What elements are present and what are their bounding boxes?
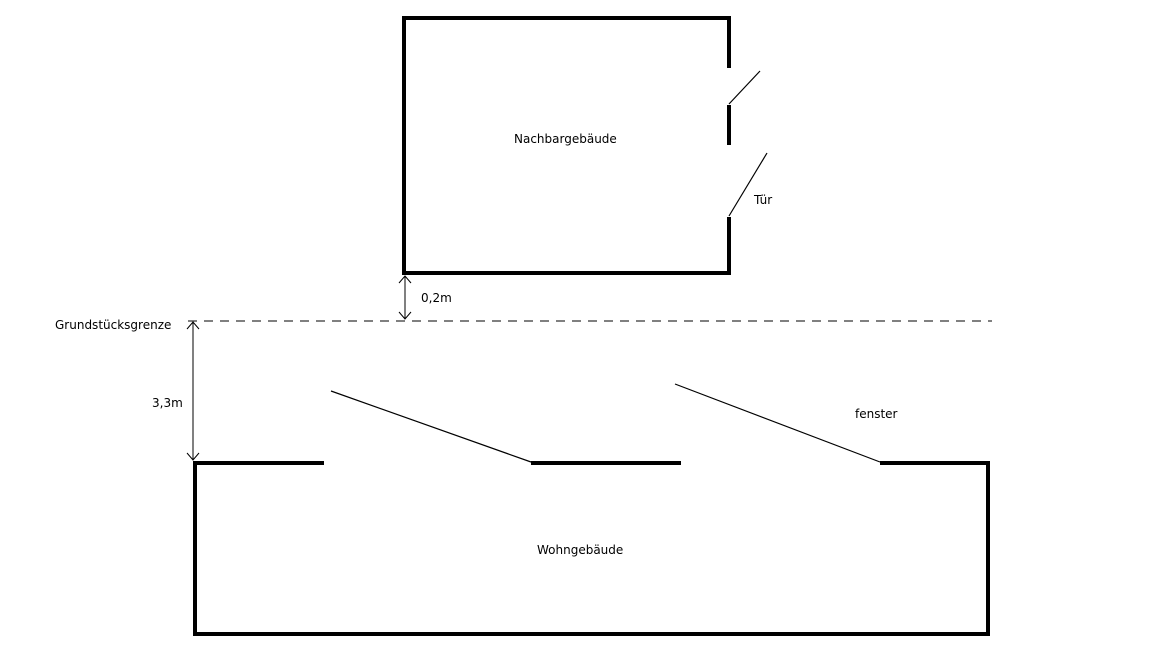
neighbor-building-outline: [402, 16, 731, 275]
door-swings: [728, 70, 768, 217]
residential-building-outline: [193, 461, 990, 636]
window-leaf-right: [674, 383, 881, 463]
residential-building-label: Wohngebäude: [537, 543, 624, 557]
neighbor-distance-label: 0,2m: [421, 291, 452, 305]
house-distance-label: 3,3m: [152, 396, 183, 410]
window-label: fenster: [855, 407, 898, 421]
window-leaf-left: [330, 390, 532, 463]
residential-building-wall: [193, 461, 990, 636]
door-leaf-upper: [728, 70, 761, 105]
neighbor-building-wall: [402, 16, 731, 275]
property-boundary-label: Grundstücksgrenze: [55, 318, 172, 332]
dimension-neighbor-distance: [398, 275, 412, 320]
door-leaf-lower: [728, 152, 768, 217]
neighbor-building-label: Nachbargebäude: [514, 132, 617, 146]
dimension-house-distance: [186, 321, 200, 461]
window-swings: [330, 383, 881, 463]
door-label: Tür: [754, 193, 773, 207]
